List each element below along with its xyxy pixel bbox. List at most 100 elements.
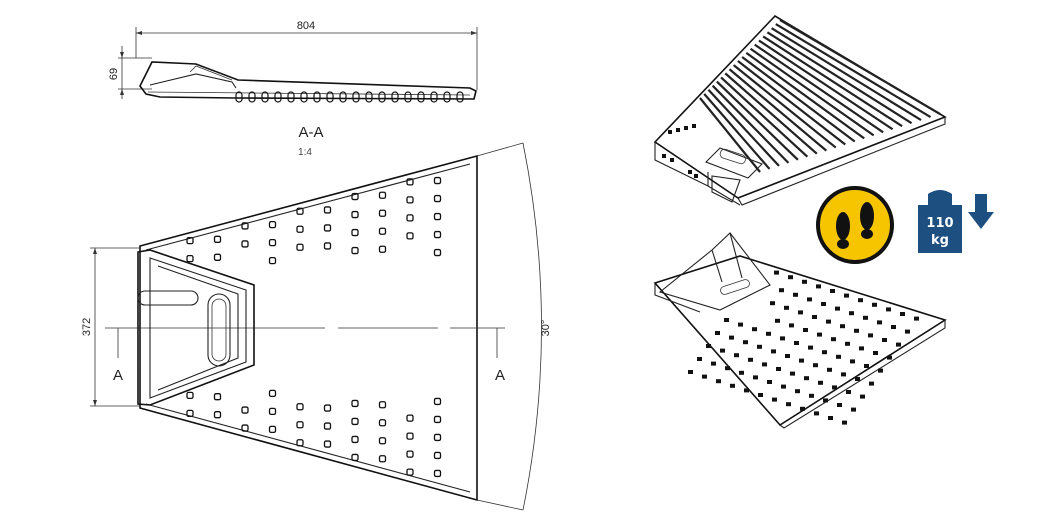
perforation-hole <box>268 389 277 398</box>
perforation-hole-iso <box>770 301 775 306</box>
perforation-hole <box>378 227 387 235</box>
section-scale: 1:4 <box>298 147 312 158</box>
perforation-hole-iso <box>781 384 786 389</box>
perforation-hole <box>378 191 387 199</box>
grate-rib <box>745 51 865 140</box>
grate-rib <box>728 68 828 152</box>
perforation-hole <box>351 246 359 255</box>
grate-tooth <box>248 91 256 103</box>
perforation-hole-iso <box>802 279 807 284</box>
side-section-view: 804 69 <box>108 20 478 103</box>
perforation-hole-iso <box>896 342 901 347</box>
perforation-hole-iso <box>702 374 707 379</box>
perforation-hole-iso <box>725 366 730 371</box>
perforation-hole-iso <box>804 376 809 381</box>
perforation-hole-iso <box>816 284 821 289</box>
perforation-hole <box>268 407 277 416</box>
perforation-hole <box>268 220 277 229</box>
side-hole <box>668 130 672 134</box>
perforation-hole-iso <box>786 402 791 407</box>
perforation-hole-iso <box>807 297 812 302</box>
perforation-hole <box>351 417 359 426</box>
grate-rib <box>775 23 932 118</box>
perforation-hole-iso <box>858 298 863 303</box>
grate-rib <box>771 27 922 122</box>
grate-rib <box>724 72 818 155</box>
perforation-hole <box>351 228 359 237</box>
down-arrow-icon <box>968 194 994 229</box>
section-marker-left: A <box>113 367 123 384</box>
perforation-hole <box>296 439 304 447</box>
perforation-holes-iso <box>688 270 919 425</box>
perforation-hole-iso <box>716 379 721 384</box>
perforation-hole <box>323 422 332 430</box>
perforation-hole-iso <box>795 389 800 394</box>
perforation-hole <box>296 225 304 233</box>
perforation-hole <box>351 453 359 462</box>
perforation-hole-iso <box>869 381 874 386</box>
perforation-hole <box>378 455 387 463</box>
perforation-hole <box>241 222 249 230</box>
perforation-hole <box>186 391 194 400</box>
grate-tooth <box>443 91 451 103</box>
perforation-hole-iso <box>831 337 836 342</box>
grate-tooth <box>326 91 334 103</box>
grate-rib <box>720 76 809 158</box>
perforation-hole <box>213 393 222 401</box>
perforation-hole-iso <box>882 338 887 342</box>
perforation-hole-iso <box>775 318 780 323</box>
side-hole <box>692 124 696 128</box>
perforation-hole-iso <box>784 305 789 310</box>
perforation-hole-iso <box>835 306 840 311</box>
perforation-hole-iso <box>715 331 720 335</box>
perforation-hole-iso <box>771 349 776 354</box>
perforation-hole-iso <box>734 353 739 358</box>
perforation-hole-iso <box>878 368 883 373</box>
perforation-hole <box>213 411 222 419</box>
grate-rib <box>732 64 837 149</box>
grate-tooth <box>300 91 308 103</box>
perforation-hole <box>406 178 414 186</box>
perforation-hole-iso <box>752 327 757 332</box>
perforation-hole-iso <box>849 311 854 316</box>
grate-rib <box>741 56 856 143</box>
perforation-hole-iso <box>711 361 716 366</box>
grate-tooth <box>391 91 399 103</box>
perforation-hole-iso <box>743 340 748 345</box>
grate-tooth <box>313 91 321 103</box>
grate-tooth <box>365 91 373 103</box>
perforation-hole <box>378 419 387 427</box>
perforation-hole-iso <box>753 375 758 380</box>
perforation-hole <box>241 240 249 248</box>
perforation-hole-iso <box>800 406 805 411</box>
perforation-hole <box>186 409 194 418</box>
grate-tooth <box>378 91 386 103</box>
perforation-hole-iso <box>850 359 855 364</box>
grate-tooth <box>339 91 347 103</box>
perforation-hole-iso <box>790 371 795 376</box>
perforation-hole <box>433 230 442 239</box>
perforation-hole <box>406 196 414 204</box>
perforation-hole-iso <box>814 411 819 416</box>
grate-rib <box>711 84 790 164</box>
grate-rib <box>762 35 903 128</box>
isometric-grate-view <box>653 14 947 206</box>
perforation-hole <box>433 397 442 406</box>
perforation-hole <box>296 207 304 215</box>
perforation-hole-iso <box>864 364 869 368</box>
perforation-hole <box>433 451 442 460</box>
perforation-hole <box>406 432 414 440</box>
perforation-hole-iso <box>877 320 882 325</box>
perforation-hole <box>433 176 442 185</box>
perforation-hole <box>378 401 387 409</box>
perforation-hole <box>433 415 442 424</box>
perforation-hole <box>323 440 332 448</box>
grate-tooth <box>235 91 243 103</box>
perforation-hole <box>213 253 222 261</box>
perforation-hole <box>268 256 277 265</box>
perforation-hole-iso <box>757 344 762 349</box>
grate-rib <box>716 80 799 161</box>
grate-ribs <box>699 19 941 173</box>
perforation-hole <box>296 421 304 429</box>
perforation-hole-iso <box>872 302 877 307</box>
